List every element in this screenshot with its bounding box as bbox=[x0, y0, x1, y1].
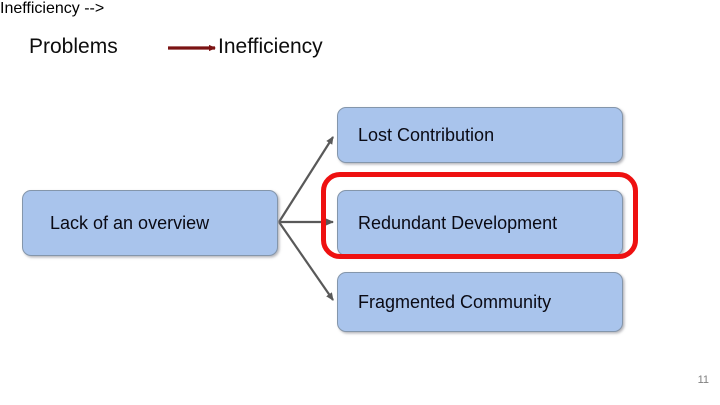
inefficiency-heading: Inefficiency bbox=[218, 35, 323, 58]
slide-page-number: 11 bbox=[697, 374, 709, 386]
node-lack-of-an-overview[interactable]: Lack of an overview bbox=[22, 190, 278, 256]
node-redundant-development[interactable]: Redundant Development bbox=[337, 190, 623, 256]
connector-to-fragmented-community bbox=[278, 221, 334, 301]
connector-to-lost-contribution bbox=[278, 136, 334, 223]
node-lost-contribution[interactable]: Lost Contribution bbox=[337, 107, 623, 163]
node-label: Fragmented Community bbox=[358, 292, 552, 312]
node-fragmented-community[interactable]: Fragmented Community bbox=[337, 272, 623, 332]
problems-heading: Problems bbox=[29, 35, 118, 58]
node-label: Lost Contribution bbox=[358, 125, 495, 145]
node-label: Redundant Development bbox=[358, 213, 558, 233]
node-label: Lack of an overview bbox=[50, 213, 210, 233]
